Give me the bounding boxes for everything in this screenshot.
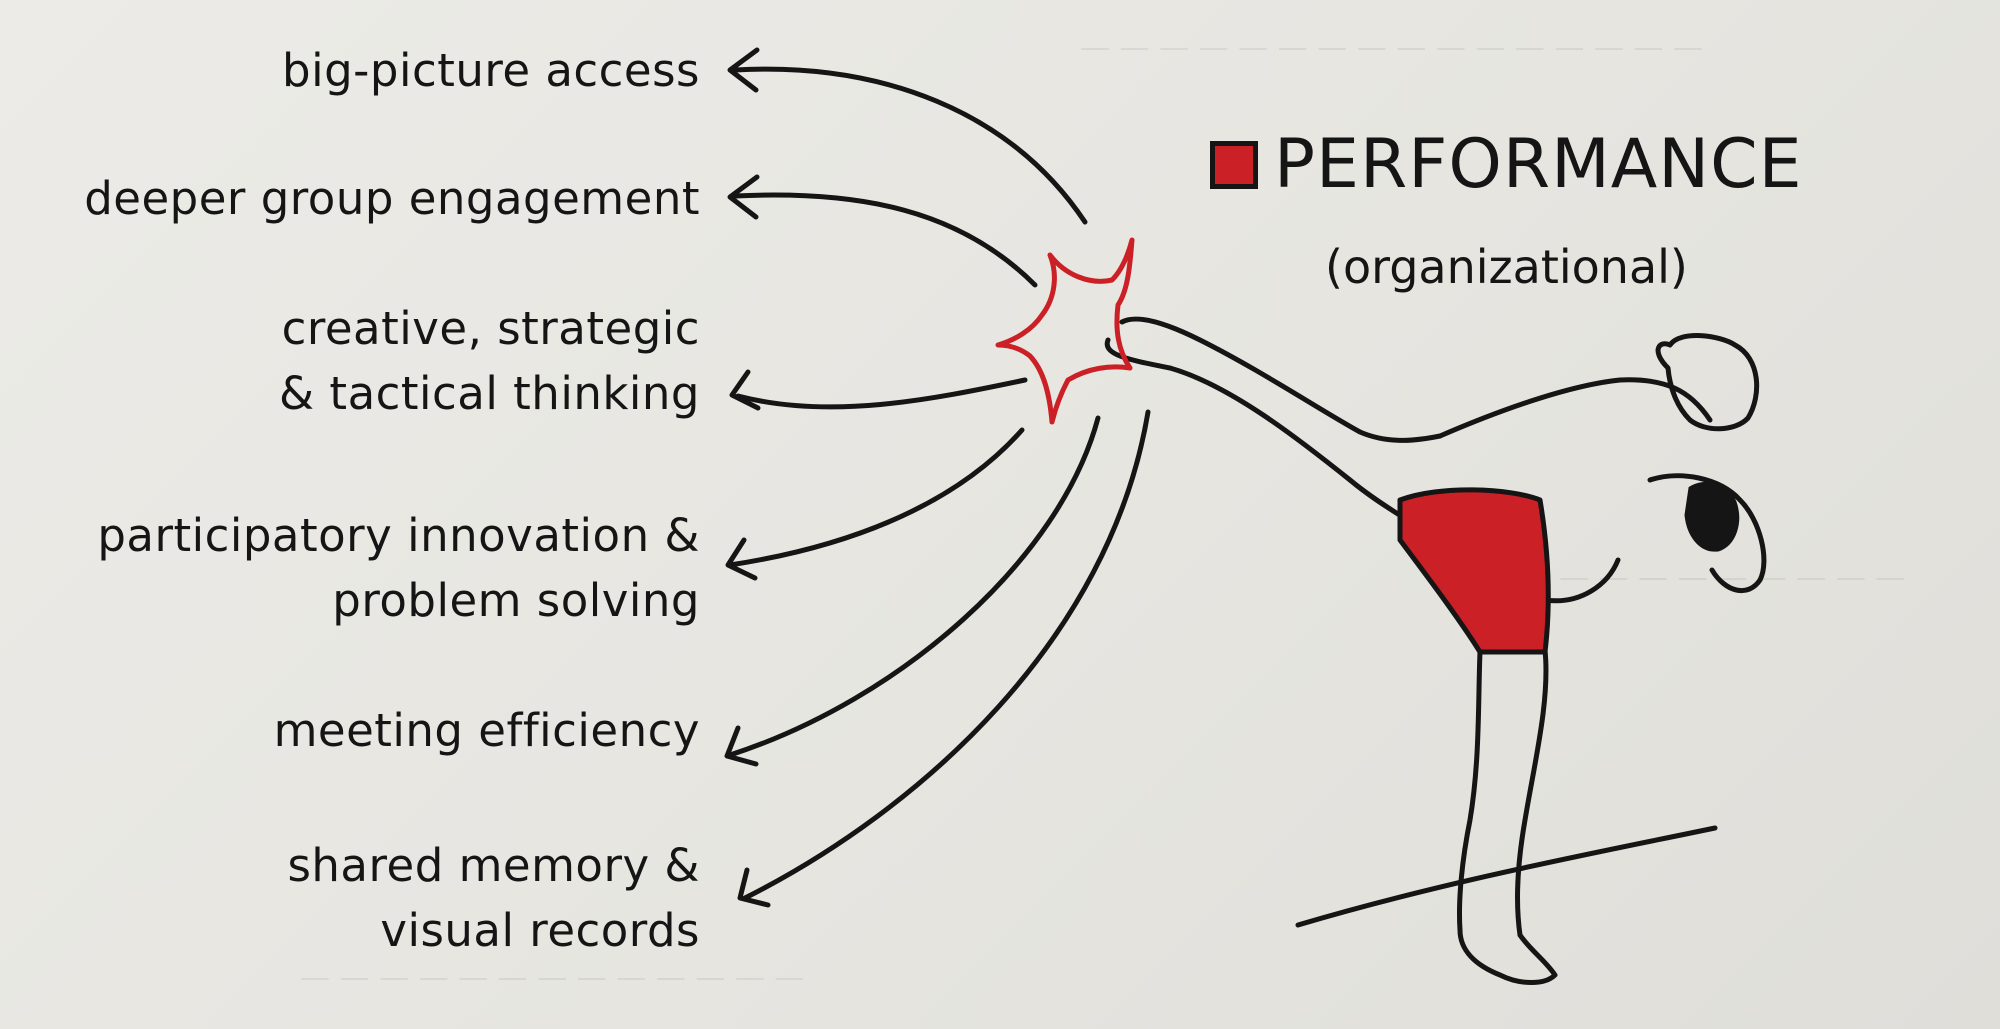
benefit-line: problem solving [332, 574, 700, 628]
show-through-text: — — — — — — — — — — — — — — — — [1080, 30, 1704, 65]
title-heading: PERFORMANCE [1274, 125, 1803, 204]
benefit-line: meeting efficiency [273, 704, 700, 757]
kicking-figure [1104, 316, 1767, 985]
arrow-creative-thinking [729, 369, 1028, 411]
red-square-icon [1210, 140, 1258, 189]
benefit-line: participatory innovation & [97, 509, 700, 562]
benefit-meeting-efficiency: meeting efficiency [274, 698, 700, 763]
ground-line [1295, 825, 1718, 928]
arrow-meeting-efficiency [724, 415, 1101, 767]
benefit-participatory-innovation: participatory innovation & problem solvi… [97, 503, 700, 634]
benefit-big-picture-access: big-picture access [282, 38, 700, 103]
impact-burst-icon [995, 237, 1135, 425]
arrow-big-picture [727, 47, 1088, 225]
arrow-group-engagement [727, 174, 1038, 288]
performance-title: PERFORMANCE [1210, 125, 1803, 204]
benefit-line: & tactical thinking [279, 367, 700, 421]
benefit-deeper-group-engagement: deeper group engagement [84, 166, 700, 231]
red-shorts [1397, 487, 1551, 655]
benefit-line: deeper group engagement [84, 172, 700, 225]
benefit-creative-thinking: creative, strategic & tactical thinking [279, 296, 700, 427]
benefit-shared-memory: shared memory & visual records [287, 833, 700, 964]
glove-icon [1684, 482, 1740, 552]
arrow-shared-memory [737, 409, 1151, 908]
benefit-line: shared memory & [287, 839, 700, 892]
title-subheading: (organizational) [1325, 240, 1688, 294]
show-through-text: — — — — — — — — — — — [1480, 560, 1906, 595]
benefit-line: visual records [380, 904, 700, 958]
benefit-line: big-picture access [282, 44, 700, 97]
arrow-participatory-innovation [725, 427, 1025, 581]
benefit-line: creative, strategic [281, 302, 700, 355]
show-through-text: — — — — — — — — — — — — — [300, 960, 805, 995]
